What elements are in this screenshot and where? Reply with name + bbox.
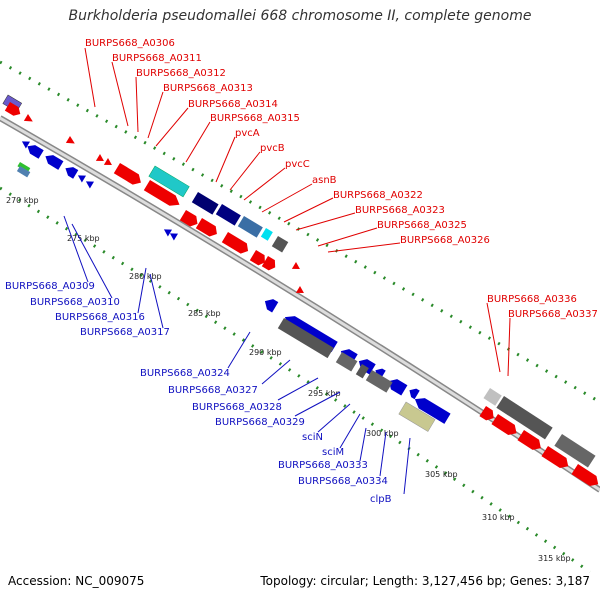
label-a0336: BURPS668_A0336: [487, 294, 577, 305]
tick-280: 280 kbp: [129, 272, 162, 281]
label-a0311: BURPS668_A0311: [112, 53, 202, 64]
tick-295: 295 kbp: [308, 389, 341, 398]
label-a0328: BURPS668_A0328: [192, 402, 282, 413]
reverse-leader-lines: [63, 215, 411, 495]
label-clpb: clpB: [370, 494, 392, 505]
tick-dot-lanes: [0, 60, 600, 574]
label-scin: sciN: [302, 432, 323, 443]
tick-285: 285 kbp: [188, 309, 221, 318]
tick-305: 305 kbp: [425, 470, 458, 479]
tick-315: 315 kbp: [538, 554, 571, 563]
label-a0306: BURPS668_A0306: [85, 38, 175, 49]
label-a0324: BURPS668_A0324: [140, 368, 230, 379]
forward-strand-features: [2, 94, 599, 487]
label-a0327: BURPS668_A0327: [168, 385, 258, 396]
reverse-labels: BURPS668_A0309 BURPS668_A0310 BURPS668_A…: [5, 281, 392, 505]
label-a0316: BURPS668_A0316: [55, 312, 145, 323]
accession-text: Accession: NC_009075: [8, 574, 145, 588]
label-a0314: BURPS668_A0314: [188, 99, 278, 110]
forward-labels: BURPS668_A0306 BURPS668_A0311 BURPS668_A…: [85, 38, 598, 320]
topology-text: Topology: circular; Length: 3,127,456 bp…: [260, 574, 590, 588]
label-a0310: BURPS668_A0310: [30, 297, 120, 308]
forward-leader-lines: [84, 47, 511, 377]
label-pvcb: pvcB: [260, 143, 285, 154]
tick-310: 310 kbp: [482, 513, 515, 522]
label-a0312: BURPS668_A0312: [136, 68, 226, 79]
label-asnb: asnB: [312, 175, 337, 186]
label-a0315: BURPS668_A0315: [210, 113, 300, 124]
label-a0309: BURPS668_A0309: [5, 281, 95, 292]
feature-a0306-b: [4, 102, 21, 116]
label-a0333: BURPS668_A0333: [278, 460, 368, 471]
label-a0326: BURPS668_A0326: [400, 235, 490, 246]
label-pvca: pvcA: [235, 128, 260, 139]
label-a0329: BURPS668_A0329: [215, 417, 305, 428]
label-pvcc: pvcC: [285, 159, 310, 170]
label-a0317: BURPS668_A0317: [80, 327, 170, 338]
tick-275: 275 kbp: [67, 234, 100, 243]
label-a0325: BURPS668_A0325: [377, 220, 467, 231]
reverse-strand-features: [16, 141, 451, 432]
label-a0334: BURPS668_A0334: [298, 476, 388, 487]
tick-270: 270 kbp: [6, 196, 39, 205]
label-a0337: BURPS668_A0337: [508, 309, 598, 320]
label-a0313: BURPS668_A0313: [163, 83, 253, 94]
backbone: [0, 115, 600, 493]
label-a0322: BURPS668_A0322: [333, 190, 423, 201]
label-scim: sciM: [322, 447, 344, 458]
tick-290: 290 kbp: [249, 348, 282, 357]
label-a0323: BURPS668_A0323: [355, 205, 445, 216]
kbp-ticks: 270 kbp 275 kbp 280 kbp 285 kbp 290 kbp …: [6, 196, 571, 563]
map-title: Burkholderia pseudomallei 668 chromosome…: [68, 8, 532, 24]
tick-300: 300 kbp: [366, 429, 399, 438]
